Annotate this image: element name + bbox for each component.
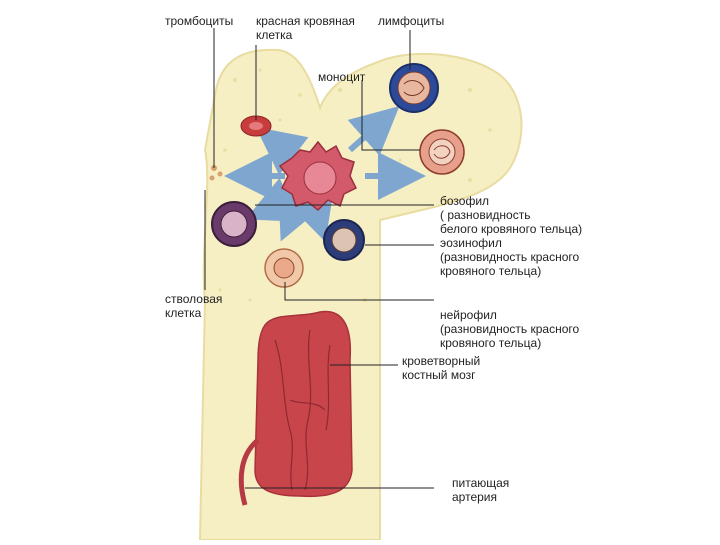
label-bone-marrow: кроветворный костный мозг [402, 354, 480, 382]
monocyte [420, 130, 464, 174]
label-stem-cell: стволовая клетка [165, 292, 222, 320]
label-red-blood-cell: красная кровяная клетка [256, 14, 355, 42]
lymphocyte [390, 64, 438, 112]
label-monocyte: моноцит [318, 70, 365, 84]
neutrophil [265, 249, 303, 287]
label-eosinophil: эозинофил (разновидность красного кровян… [440, 236, 579, 278]
label-neutrophil: нейрофил (разновидность красного кровяно… [440, 308, 579, 350]
label-platelets: тромбоциты [165, 14, 233, 28]
label-lymphocytes: лимфоциты [378, 14, 444, 28]
eosinophil [324, 220, 364, 260]
label-basophil: бозофил ( разновидность белого кровяного… [440, 194, 582, 236]
label-nutrient-artery: питающая артерия [452, 476, 509, 504]
basophil [212, 202, 256, 246]
red-bone-marrow [255, 312, 352, 497]
